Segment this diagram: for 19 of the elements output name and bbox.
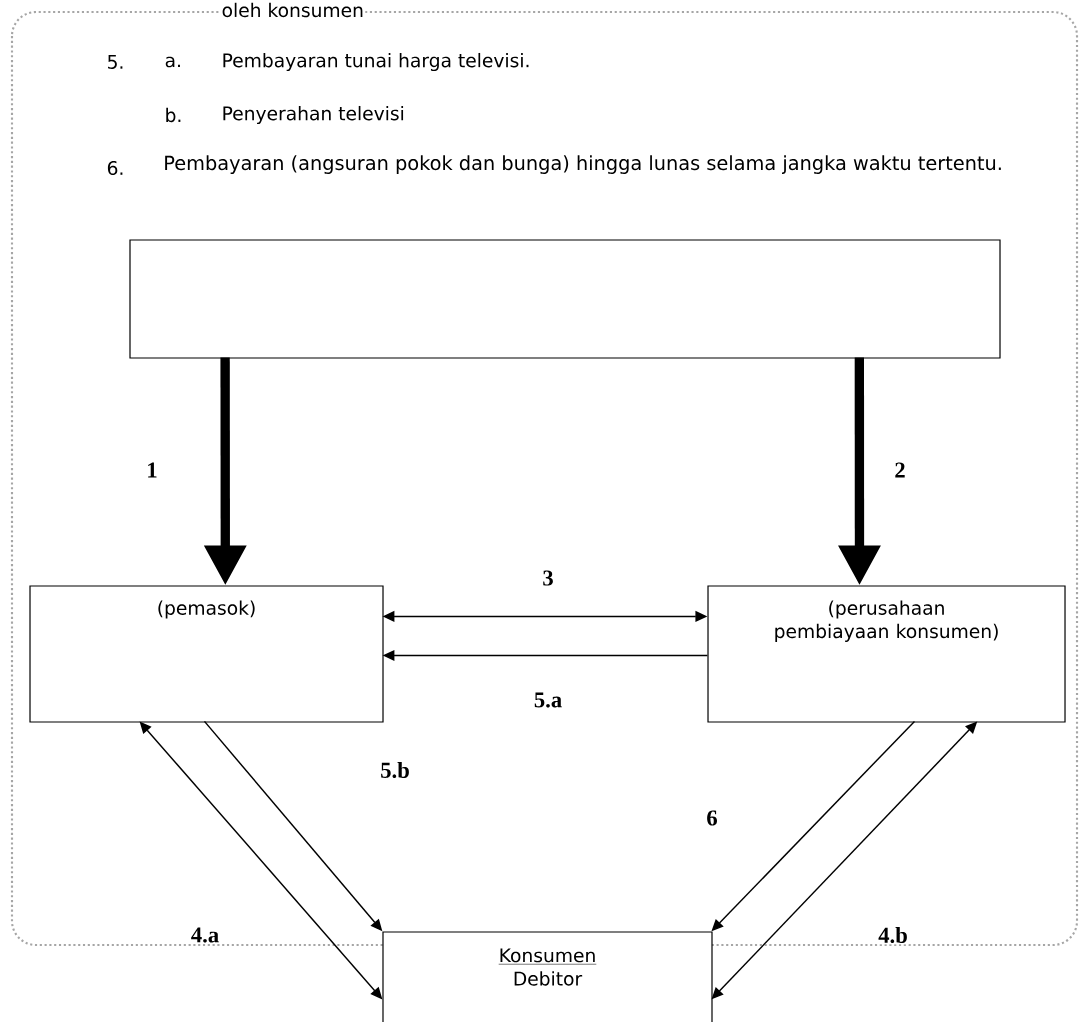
list-text: Pembayaran (angsuran pokok dan bunga) hingga lunas selama jangka waktu tertentu.: [165, 155, 1001, 174]
edge-label: 3: [541, 569, 555, 587]
list-number: 6.: [107, 160, 123, 176]
process-box: (perusahaan pembiayaan konsumen): [707, 585, 1066, 723]
edge-label: 4.b: [876, 925, 910, 945]
list-text: Pembayaran tunai harga televisi.: [223, 52, 529, 72]
process-box: Konsumen Debitor: [382, 931, 713, 1022]
edge-label: 4.a: [189, 926, 221, 944]
process-box: (pemasok): [29, 585, 384, 723]
empty-box: [129, 239, 1001, 359]
list-number: 5.: [108, 55, 123, 69]
list-text: Penyerahan televisi: [223, 105, 404, 125]
edge-label: 2: [893, 461, 907, 479]
list-number: a.: [165, 56, 180, 68]
edge-label: 1: [145, 461, 159, 479]
edge-label: 6: [705, 809, 719, 827]
edge-label: 5.b: [378, 760, 412, 780]
list-number: b.: [166, 107, 181, 123]
edge-label: 5.a: [532, 691, 564, 709]
